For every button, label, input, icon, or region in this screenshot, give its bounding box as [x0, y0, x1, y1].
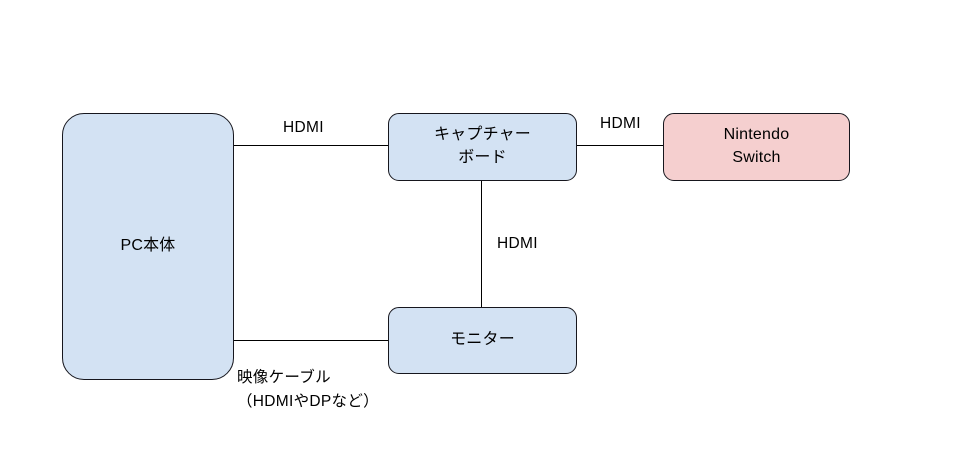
edge-label-capture-board-to-nintendo-switch: HDMI	[600, 115, 641, 132]
edge-pc-to-capture-board	[234, 145, 389, 147]
edge-pc-to-monitor	[234, 340, 389, 342]
node-pc[interactable]: PC本体	[62, 113, 234, 380]
node-monitor[interactable]: モニター	[388, 307, 577, 374]
edge-capture-board-to-nintendo-switch	[577, 145, 664, 147]
edge-label-capture-board-to-monitor: HDMI	[497, 235, 538, 252]
node-capture-board[interactable]: キャプチャー ボード	[388, 113, 577, 181]
edge-label-pc-to-capture-board: HDMI	[283, 119, 324, 136]
edge-capture-board-to-monitor	[481, 181, 483, 308]
node-nintendo-switch[interactable]: Nintendo Switch	[663, 113, 850, 181]
edge-label-pc-to-monitor: 映像ケーブル （HDMIやDPなど）	[237, 369, 379, 411]
